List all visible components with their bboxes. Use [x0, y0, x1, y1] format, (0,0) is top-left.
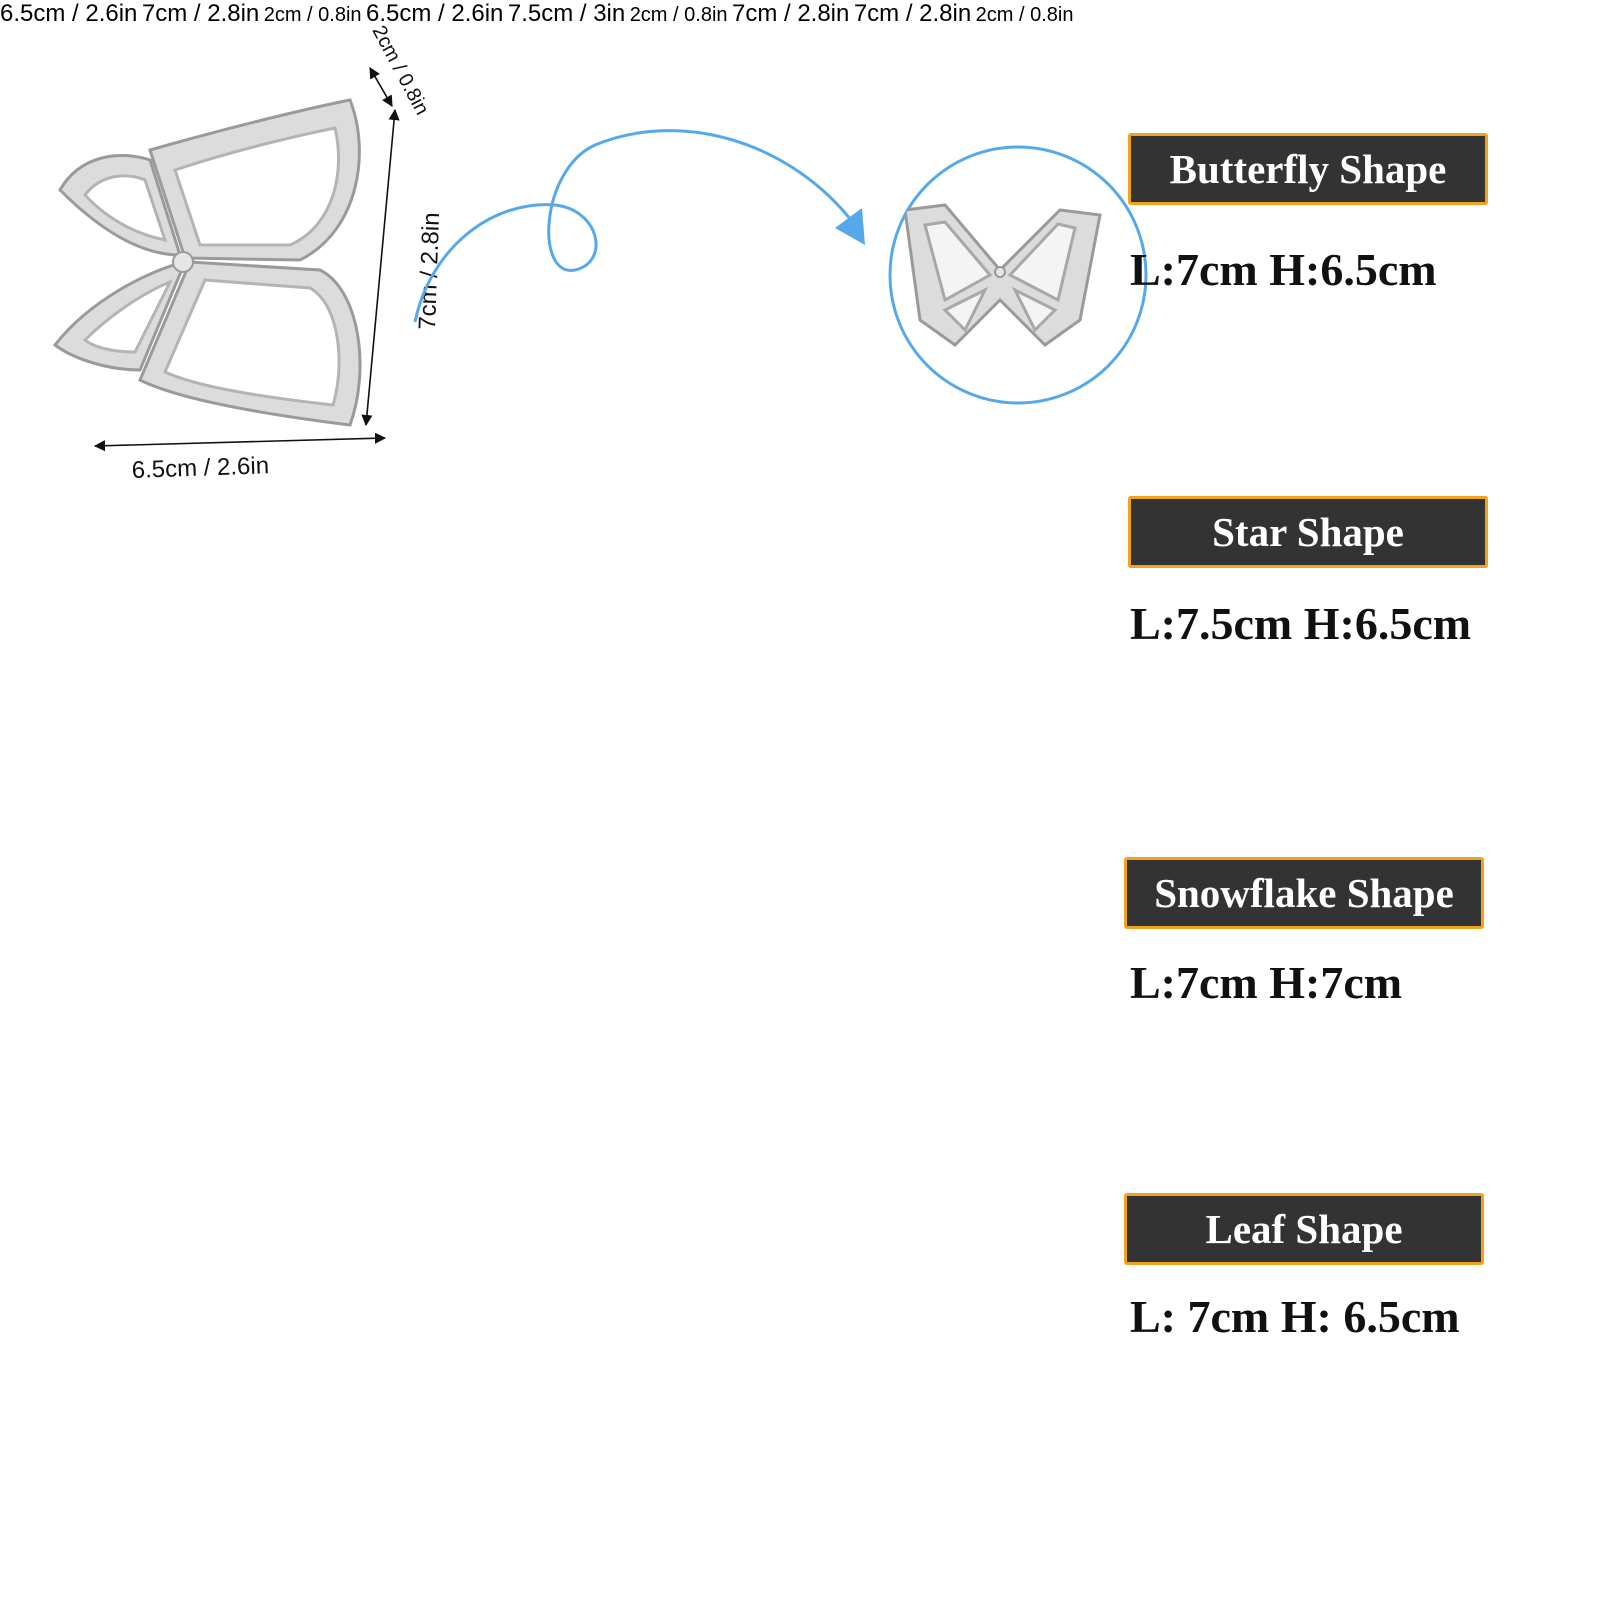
snowflake-width-dim: 6.5cm / 2.6in [365, 0, 504, 27]
star-detail-circle: 6.5cm / 2.6in 7.5cm / 3in 2cm / 0.8in 7c… [366, 0, 1488, 1342]
butterfly-mold-large [52, 98, 362, 427]
leaf-size-text: L: 7cm H: 6.5cm [1130, 1291, 1460, 1342]
star-height-dim: 7cm / 2.8in [141, 0, 260, 27]
butterfly-shape-label: Butterfly Shape [1128, 133, 1488, 205]
leaf-shape-label: Leaf Shape [1124, 1193, 1484, 1265]
snowflake-size-text: L:7cm H:7cm [1130, 957, 1403, 1008]
butterfly-connector-arrow [413, 129, 865, 323]
snowflake-shape-label: Snowflake Shape [1124, 857, 1484, 929]
butterfly-dimension-lines [93, 67, 400, 452]
leaf-height-dim: 7cm / 2.8in [853, 0, 972, 27]
star-depth-dim: 2cm / 0.8in [263, 4, 362, 26]
butterfly-width-dim: 6.5cm / 2.6in [131, 452, 269, 484]
snowflake-depth-dim: 2cm / 0.8in [629, 4, 728, 26]
butterfly-depth-dim: 2cm / 0.8in [368, 22, 433, 119]
leaf-depth-dim: 2cm / 0.8in [975, 4, 1074, 26]
butterfly-size-text: L:7cm H:6.5cm [1130, 244, 1437, 295]
star-width-dim: 6.5cm / 2.6in [0, 0, 138, 27]
leaf-width-dim: 7cm / 2.8in [731, 0, 850, 27]
star-size-text: L:7.5cm H:6.5cm [1130, 598, 1472, 649]
snowflake-detail-circle: 7cm / 2.8in 7cm / 2.8in 2cm / 0.8in Butt… [732, 0, 1488, 1342]
star-shape-label: Star Shape [1128, 496, 1488, 568]
butterfly-mold-detail [903, 203, 1102, 347]
snowflake-height-dim: 7.5cm / 3in [507, 0, 626, 27]
